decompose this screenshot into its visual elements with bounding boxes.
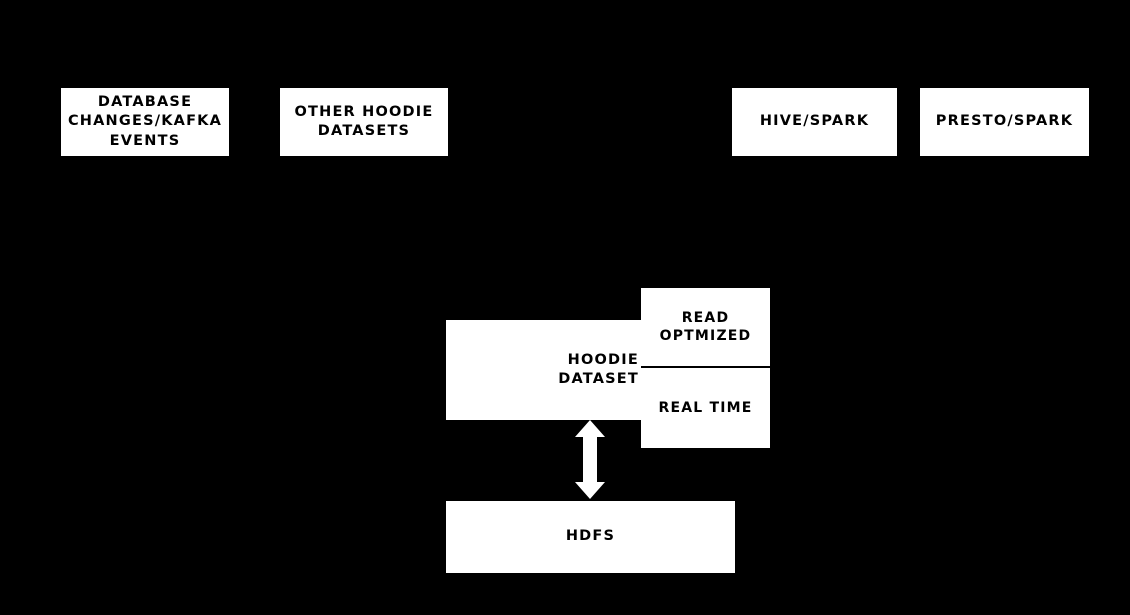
node-hdfs[interactable]: HDFS: [446, 501, 735, 573]
node-label: READ OPTMIZED: [659, 309, 752, 344]
node-read-optimized-view[interactable]: READ OPTMIZED: [641, 288, 770, 368]
node-label: PRESTO/SPARK: [935, 113, 1074, 130]
node-presto-spark[interactable]: PRESTO/SPARK: [920, 88, 1089, 156]
node-label: HDFS: [565, 528, 616, 545]
double-headed-arrow-icon: [575, 420, 605, 499]
hoodie-view-stack: READ OPTMIZED REAL TIME: [641, 288, 770, 448]
node-hoodie-dataset[interactable]: HOODIE DATASET: [446, 320, 641, 420]
node-database-changes-kafka-events[interactable]: DATABASE CHANGES/KAFKA EVENTS: [61, 88, 229, 156]
node-label: HOODIE DATASET: [558, 351, 639, 387]
node-hive-spark[interactable]: HIVE/SPARK: [732, 88, 897, 156]
node-label: HIVE/SPARK: [759, 113, 870, 130]
node-label: DATABASE CHANGES/KAFKA EVENTS: [67, 94, 223, 149]
node-other-hoodie-datasets[interactable]: OTHER HOODIE DATASETS: [280, 88, 448, 156]
node-real-time-view[interactable]: REAL TIME: [641, 368, 770, 448]
node-label: REAL TIME: [658, 399, 753, 416]
node-label: OTHER HOODIE DATASETS: [294, 103, 434, 139]
